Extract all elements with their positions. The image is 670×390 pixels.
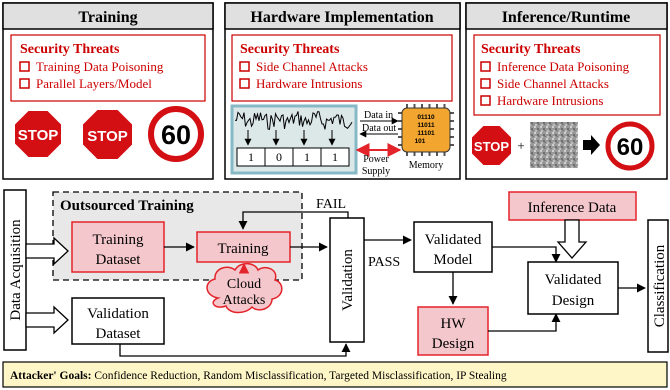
bit-value: 1	[332, 150, 338, 164]
stop-sign-icon: STOP	[81, 108, 134, 161]
validation-label: Validation	[340, 249, 356, 311]
inference-threat-item: Side Channel Attacks	[497, 76, 609, 91]
bit-value: 1	[304, 150, 310, 164]
data-acquisition-label: Data Acquisition	[8, 219, 24, 321]
training-threat-item: Training Data Poisoning	[36, 59, 164, 74]
inference-panel-title: Inference/Runtime	[502, 9, 631, 26]
stop-sign-icon: STOP	[470, 124, 513, 167]
hardware-threat-item: Hardware Intrusions	[256, 76, 363, 91]
classification-box: Classification	[647, 219, 669, 353]
inference-data-label: Inference Data	[528, 200, 617, 216]
cloud-attacks-label: Attacks	[223, 293, 266, 308]
power-supply-label: Supply	[362, 166, 390, 177]
arrow-right-icon	[583, 135, 600, 155]
training-threats-heading: Security Threats	[20, 42, 120, 57]
stop-sign-icon: STOP	[13, 109, 63, 159]
speed-limit-text: 60	[617, 134, 644, 161]
chip-bits: 11011	[417, 122, 435, 129]
checkbox-icon	[19, 61, 30, 72]
checkbox-icon	[239, 78, 250, 89]
adversarial-noise-image	[530, 122, 578, 168]
memory-label: Memory	[409, 160, 443, 171]
hw-design-box: HW Design	[417, 306, 489, 356]
validated-design-label: Validated	[545, 272, 602, 288]
checkbox-icon	[19, 78, 30, 89]
cloud-attacks-label: Cloud	[227, 277, 261, 292]
validation-dataset-box: Validation Dataset	[71, 297, 165, 345]
double-arrow-icon	[25, 305, 69, 335]
validation-dataset-label: Validation	[87, 306, 149, 322]
training-panel-title: Training	[78, 9, 137, 26]
attacker-goals-text: Confidence Reduction, Random Misclassifi…	[94, 370, 507, 382]
training-label: Training	[217, 241, 269, 257]
plus-sign: +	[517, 138, 524, 153]
validated-design-box: Validated Design	[527, 261, 619, 315]
checkbox-icon	[239, 61, 250, 72]
training-threat-item: Parallel Layers/Model	[36, 76, 152, 91]
data-out-label: Data out	[362, 123, 396, 134]
hw-design-label: HW	[441, 316, 467, 332]
stop-sign-text: STOP	[87, 128, 128, 145]
inference-panel: Inference/Runtime Security Threats Infer…	[465, 2, 668, 180]
bit-value: 0	[276, 150, 282, 164]
chip-bits: 01110	[417, 114, 435, 121]
inference-threat-item: Hardware Intrusions	[497, 93, 604, 108]
speed-limit-sign-icon: 60	[148, 106, 204, 162]
validation-box: Validation	[329, 217, 365, 343]
training-panel: Training Security Threats Training Data …	[2, 2, 214, 180]
double-arrow-down-icon	[556, 219, 588, 259]
classification-label: Classification	[652, 244, 668, 327]
validated-model-box: Validated Model	[413, 221, 493, 273]
attacker-goals-bar: Attacker' Goals: Confidence Reduction, R…	[2, 361, 668, 388]
chip-bits: 11101	[417, 130, 435, 137]
data-in-label: Data in	[364, 110, 393, 121]
validation-dataset-label: Dataset	[96, 326, 142, 342]
speed-limit-sign-icon: 60	[605, 121, 655, 171]
double-arrow-icon	[25, 236, 69, 266]
hardware-threats-heading: Security Threats	[240, 42, 340, 57]
checkbox-icon	[480, 61, 491, 72]
training-dataset-box: Training Dataset	[71, 221, 165, 273]
pass-label: PASS	[368, 255, 400, 270]
hw-design-label: Design	[432, 336, 475, 352]
validated-model-label: Validated	[425, 232, 482, 248]
validated-model-label: Model	[433, 252, 472, 268]
checkbox-icon	[480, 95, 491, 106]
training-dataset-label: Dataset	[96, 252, 142, 268]
stop-sign-text: STOP	[18, 127, 59, 144]
inference-data-box: Inference Data	[508, 191, 637, 221]
hardware-panel-title: Hardware Implementation	[250, 9, 433, 26]
hardware-threat-item: Side Channel Attacks	[256, 59, 368, 74]
inference-threats-heading: Security Threats	[481, 42, 581, 57]
svg-text:Attacker' Goals:: Attacker' Goals: Confidence Reduction, R…	[10, 370, 507, 382]
speed-limit-text: 60	[161, 120, 191, 150]
attacker-goals-label: Attacker' Goals:	[10, 370, 91, 382]
hardware-panel: Hardware Implementation Security Threats…	[224, 2, 461, 180]
fail-label: FAIL	[316, 197, 346, 212]
chip-bits: 101	[415, 138, 426, 145]
power-supply-label: Power	[363, 154, 389, 165]
inference-threat-item: Inference Data Poisoning	[497, 59, 630, 74]
stop-sign-text: STOP	[474, 139, 509, 154]
data-acquisition-box: Data Acquisition	[3, 189, 27, 351]
training-box: Training	[196, 231, 291, 263]
cloud-attacks-icon: Cloud Attacks	[206, 262, 283, 314]
memory-chip-icon: 01110 11011 11101 101	[398, 104, 454, 156]
bit-value: 1	[248, 150, 254, 164]
checkbox-icon	[480, 78, 491, 89]
outsourced-training-label: Outsourced Training	[60, 198, 194, 214]
validated-design-label: Design	[552, 293, 595, 309]
power-trace-plot: 1 0 1 1	[230, 104, 358, 175]
training-dataset-label: Training	[92, 232, 144, 248]
